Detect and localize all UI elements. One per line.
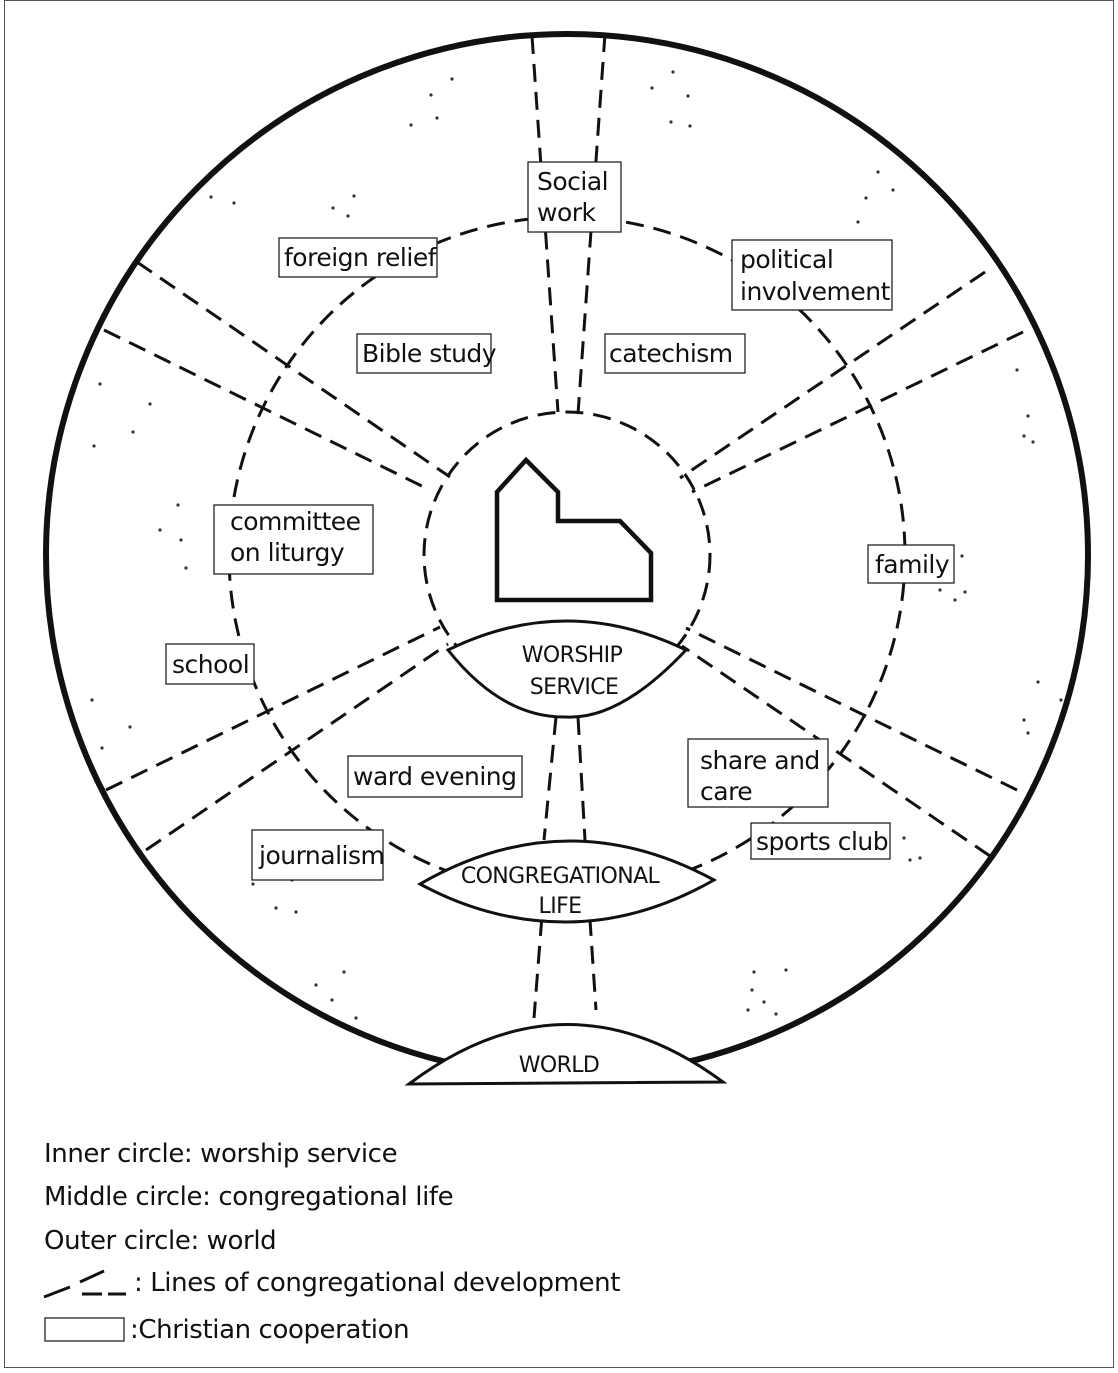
- box-label: Social: [537, 167, 608, 196]
- legend-box: :Christian cooperation: [130, 1315, 410, 1345]
- box-label: on liturgy: [230, 538, 345, 567]
- box-political-involvement: political involvement: [731, 239, 893, 311]
- box-committee-on-liturgy: committee on liturgy: [213, 504, 374, 575]
- legend-middle: Middle circle: congregational life: [44, 1182, 454, 1212]
- box-label: ward evening: [353, 762, 516, 791]
- box-social-work: Social work: [527, 161, 622, 233]
- box-sports-club: sports club: [750, 822, 891, 860]
- box-label: political: [740, 245, 833, 274]
- box-school: school: [165, 643, 255, 685]
- world-caption: WORLD: [519, 1053, 600, 1078]
- box-label: work: [537, 198, 597, 227]
- box-label: involvement: [740, 277, 891, 306]
- worship-service-lens: [445, 619, 689, 719]
- box-label: family: [875, 550, 950, 579]
- box-bible-study: Bible study: [356, 333, 497, 374]
- box-share-and-care: share and care: [687, 738, 829, 808]
- box-label: school: [172, 650, 249, 679]
- congregational-life-lens: [416, 839, 718, 924]
- legend-inner: Inner circle: worship service: [44, 1139, 398, 1169]
- box-label: foreign relief: [284, 243, 438, 272]
- legend-outer: Outer circle: world: [44, 1226, 277, 1256]
- development-lines: [103, 33, 1024, 1019]
- worship-caption-1: WORSHIP: [522, 643, 623, 668]
- box-ward-evening: ward evening: [347, 755, 523, 798]
- box-label: Bible study: [362, 339, 497, 368]
- box-foreign-relief: foreign relief: [278, 237, 438, 278]
- box-label: catechism: [609, 339, 733, 368]
- legend-dash-symbol: [43, 1269, 126, 1299]
- worship-caption-2: SERVICE: [530, 675, 619, 700]
- box-catechism: catechism: [604, 333, 746, 374]
- box-label: committee: [230, 507, 361, 536]
- legend-lines: : Lines of congregational development: [134, 1268, 621, 1298]
- congregational-caption-2: LIFE: [539, 894, 582, 919]
- world-lens: [404, 1023, 728, 1086]
- congregational-caption-1: CONGREGATIONAL: [461, 864, 661, 889]
- box-label: journalism: [258, 841, 384, 870]
- box-journalism: journalism: [251, 829, 385, 881]
- speckle-dots: [90, 70, 1063, 1020]
- box-family: family: [867, 544, 955, 584]
- legend-box-symbol: [44, 1317, 125, 1342]
- box-label: share and: [700, 746, 820, 775]
- church-icon: [494, 456, 654, 603]
- box-label: sports club: [756, 827, 888, 856]
- box-label: care: [700, 777, 752, 806]
